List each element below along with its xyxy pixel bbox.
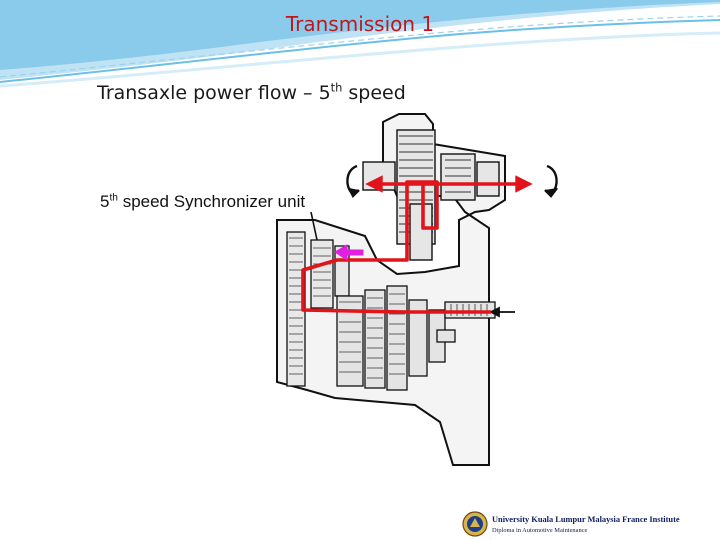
- university-crest-icon: [462, 511, 488, 537]
- institution-name: University Kuala Lumpur Malaysia France …: [492, 515, 680, 524]
- callout-leader-line: [310, 211, 318, 241]
- input-shaft-arrow: [488, 306, 515, 318]
- program-name: Diploma in Automotive Maintenance: [492, 527, 588, 534]
- header-wave-decoration: [0, 0, 720, 88]
- power-flow-path: [301, 180, 491, 314]
- footer-branding: University Kuala Lumpur Malaysia France …: [462, 510, 717, 540]
- output-power-flow-arrow: [365, 175, 533, 193]
- synchronizer-engage-arrow: [334, 244, 364, 261]
- subtitle-suffix: speed: [342, 82, 406, 104]
- slide-subtitle: Transaxle power flow – 5th speed: [97, 82, 406, 104]
- subtitle-text: Transaxle power flow – 5: [97, 82, 331, 104]
- callout-superscript: th: [109, 192, 118, 204]
- differential-gear-cluster: [362, 129, 500, 261]
- subtitle-superscript: th: [330, 80, 343, 95]
- synchronizer-callout-label: 5th speed Synchronizer unit: [100, 192, 305, 212]
- callout-number: 5: [100, 192, 110, 211]
- output-shaft-rotation-arrows: [346, 164, 558, 199]
- slide-title: Transmission 1: [285, 12, 435, 36]
- transaxle-diagram: [276, 113, 558, 466]
- callout-text: speed Synchronizer unit: [117, 192, 306, 211]
